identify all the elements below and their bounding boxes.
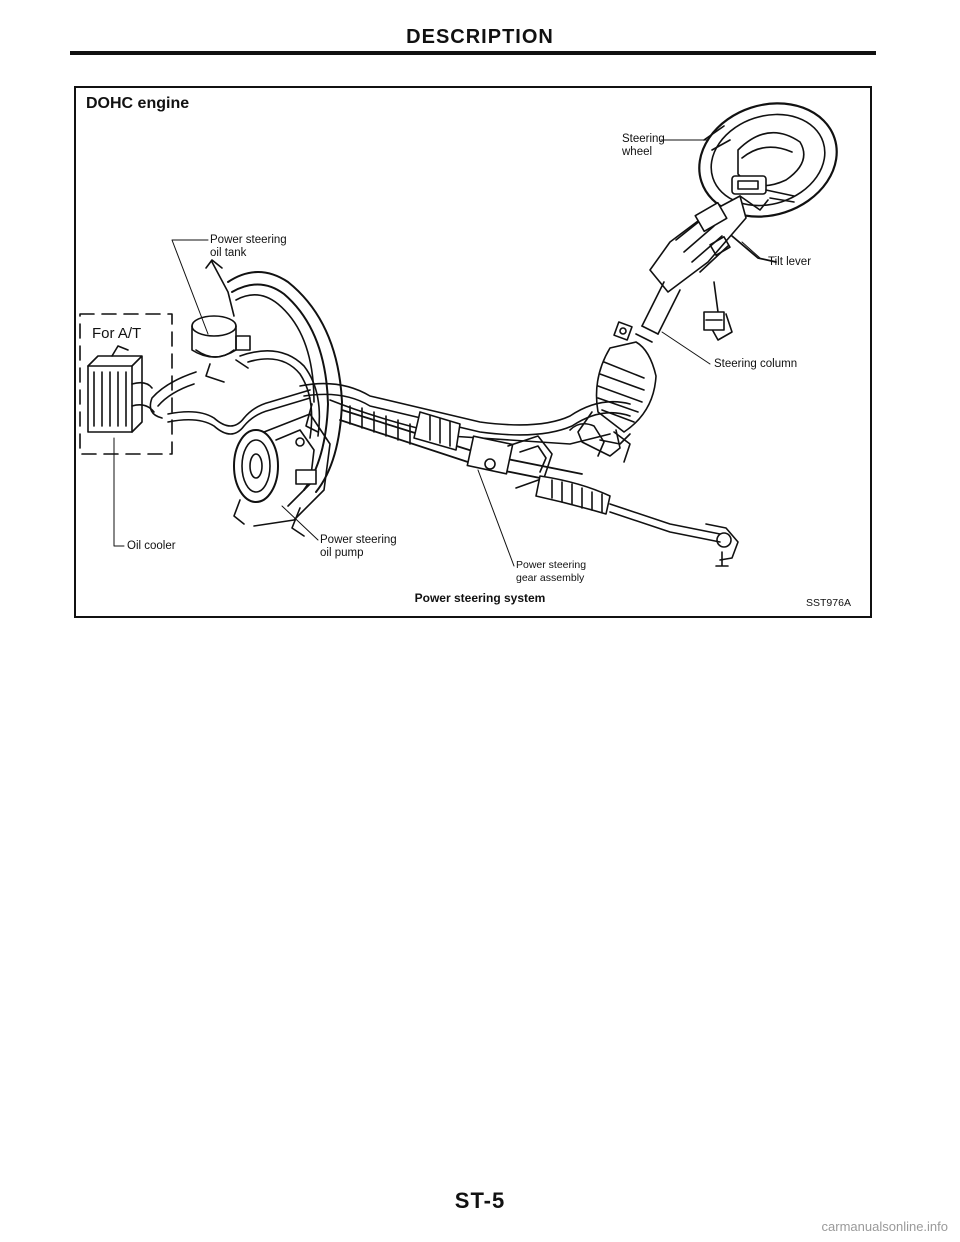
heading-rule bbox=[70, 51, 876, 55]
callout-oil-tank: Power steering oil tank bbox=[210, 234, 287, 260]
oil-pump-drawing bbox=[233, 403, 331, 537]
watermark: carmanualsonline.info bbox=[821, 1219, 948, 1234]
figure-frame bbox=[74, 86, 872, 618]
page-number: ST-5 bbox=[454, 1188, 506, 1213]
callout-text: oil pump bbox=[320, 547, 364, 559]
steering-column-drawing bbox=[577, 195, 777, 463]
callout-steering-column: Steering column bbox=[714, 358, 798, 370]
callout-text: Power steering bbox=[516, 559, 587, 571]
steering-wheel-drawing bbox=[698, 102, 838, 218]
figure-code: SST976A bbox=[806, 597, 851, 609]
callout-text: oil tank bbox=[210, 247, 247, 259]
leader-lines bbox=[113, 139, 761, 567]
callout-text: Steering bbox=[622, 133, 665, 145]
callout-tilt-lever: Tilt lever bbox=[768, 256, 812, 268]
hose-lines bbox=[149, 271, 631, 493]
callout-text: wheel bbox=[622, 146, 653, 158]
callout-gear-assembly: Power steering gear assembly bbox=[516, 559, 586, 585]
gear-assembly-drawing bbox=[339, 405, 739, 567]
callout-text: Power steering bbox=[320, 534, 397, 546]
callout-steering-wheel: Steering wheel bbox=[622, 133, 665, 159]
callout-text: gear assembly bbox=[516, 572, 585, 584]
callout-oil-pump: Power steering oil pump bbox=[320, 534, 397, 560]
figure-title: DOHC engine bbox=[86, 95, 190, 112]
oil-tank-drawing bbox=[191, 259, 251, 383]
callout-oil-cooler: Oil cooler bbox=[127, 540, 176, 552]
figure-caption: Power steering system bbox=[414, 591, 546, 605]
callout-text: Power steering bbox=[210, 234, 287, 246]
inset-label-for-at: For A/T bbox=[92, 325, 142, 342]
page-heading: DESCRIPTION bbox=[406, 26, 554, 48]
oil-cooler-inset bbox=[79, 313, 173, 455]
